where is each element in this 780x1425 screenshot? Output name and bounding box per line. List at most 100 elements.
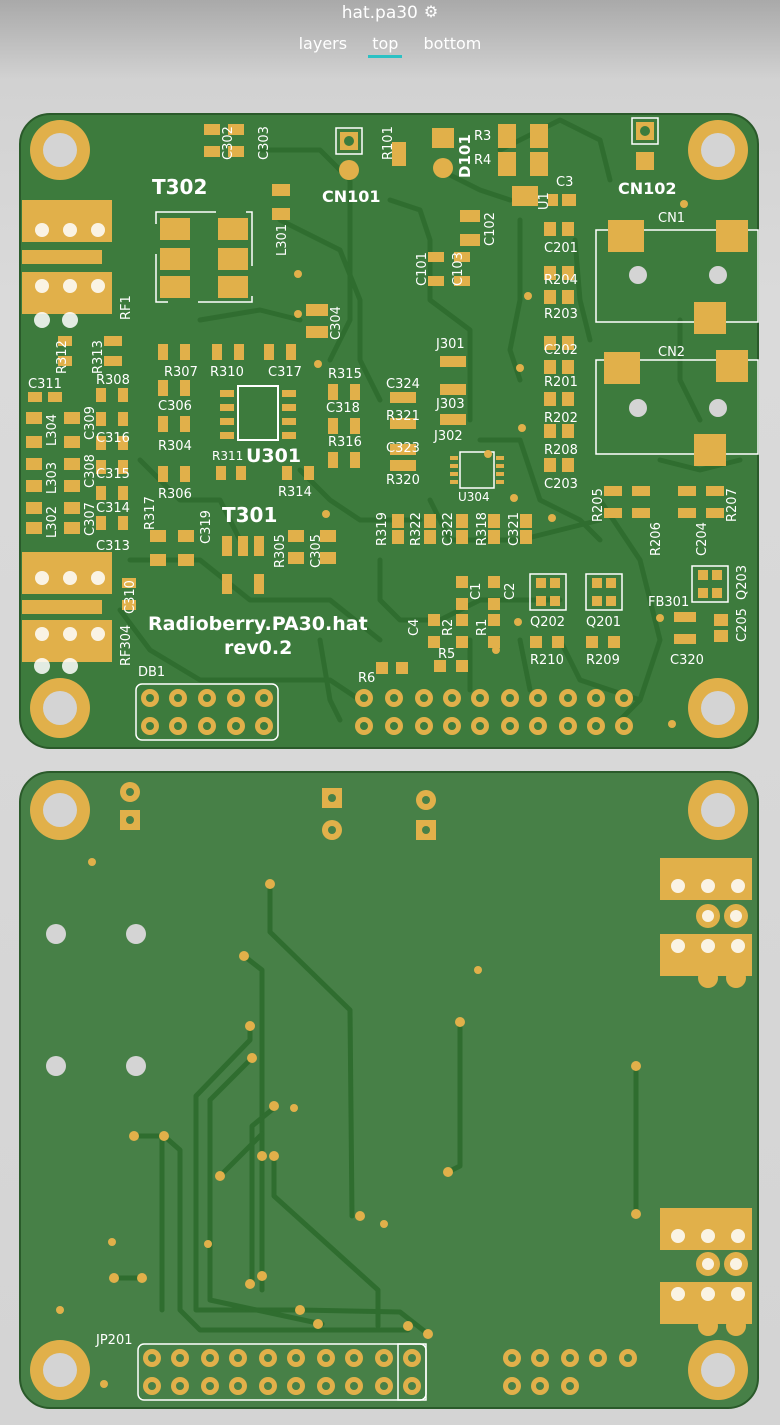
refdes-R314: R314 bbox=[278, 485, 312, 500]
board-rev-text: rev0.2 bbox=[224, 637, 292, 659]
refdes-C302: C302 bbox=[221, 126, 236, 160]
refdes-CN102: CN102 bbox=[618, 179, 677, 198]
refdes-C321: C321 bbox=[507, 512, 522, 546]
refdes-L302: L302 bbox=[45, 506, 60, 538]
refdes-L303: L303 bbox=[45, 462, 60, 494]
refdes-R203: R203 bbox=[544, 307, 578, 322]
refdes-R315: R315 bbox=[328, 367, 362, 382]
tab-layers[interactable]: layers bbox=[298, 34, 348, 53]
refdes-C201: C201 bbox=[544, 241, 578, 256]
refdes-R304: R304 bbox=[158, 439, 192, 454]
refdes-R308: R308 bbox=[96, 373, 130, 388]
refdes-U1: U1 bbox=[537, 192, 552, 210]
refdes-C4: C4 bbox=[407, 619, 422, 636]
refdes-C101: C101 bbox=[415, 252, 430, 286]
refdes-R1: R1 bbox=[475, 619, 490, 636]
refdes-R210: R210 bbox=[530, 653, 564, 668]
refdes-J303: J303 bbox=[435, 397, 465, 412]
refdes-R310: R310 bbox=[210, 365, 244, 380]
refdes-C3: C3 bbox=[556, 175, 573, 190]
refdes-R204: R204 bbox=[544, 273, 578, 288]
refdes-R306: R306 bbox=[158, 487, 192, 502]
refdes-C303: C303 bbox=[257, 126, 272, 160]
refdes-R317: R317 bbox=[143, 496, 158, 530]
refdes-Q202: Q202 bbox=[530, 615, 565, 630]
refdes-JP201: JP201 bbox=[95, 1333, 133, 1348]
refdes-C323: C323 bbox=[386, 441, 420, 456]
tab-top[interactable]: top bbox=[368, 34, 403, 58]
refdes-R320: R320 bbox=[386, 473, 420, 488]
refdes-C318: C318 bbox=[326, 401, 360, 416]
refdes-C304: C304 bbox=[329, 306, 344, 340]
header-pins-top bbox=[135, 683, 633, 741]
refdes-R6: R6 bbox=[358, 671, 375, 686]
refdes-C310: C310 bbox=[123, 580, 138, 614]
refdes-R321: R321 bbox=[386, 409, 420, 424]
refdes-C308: C308 bbox=[83, 454, 98, 488]
refdes-R5: R5 bbox=[438, 647, 455, 662]
refdes-R318: R318 bbox=[475, 512, 490, 546]
refdes-C202: C202 bbox=[544, 343, 578, 358]
refdes-L301: L301 bbox=[275, 224, 290, 256]
refdes-R101: R101 bbox=[381, 126, 396, 160]
mount-holes-top bbox=[30, 120, 748, 738]
refdes-CN101: CN101 bbox=[322, 187, 381, 206]
refdes-FB301: FB301 bbox=[648, 595, 689, 610]
title-text: hat.pa30 bbox=[341, 3, 418, 23]
refdes-C317: C317 bbox=[268, 365, 302, 380]
bottom-board: JP201 bbox=[19, 771, 759, 1409]
refdes-R205: R205 bbox=[591, 488, 606, 522]
refdes-C313: C313 bbox=[96, 539, 130, 554]
tab-bottom[interactable]: bottom bbox=[423, 34, 482, 53]
refdes-U304: U304 bbox=[458, 490, 490, 504]
edge-connectors-top bbox=[22, 200, 112, 662]
refdes-C103: C103 bbox=[451, 252, 466, 286]
board-name-text: Radioberry.PA30.hat bbox=[148, 613, 368, 635]
refdes-R202: R202 bbox=[544, 411, 578, 426]
refdes-R4: R4 bbox=[474, 153, 491, 168]
refdes-C319: C319 bbox=[199, 510, 214, 544]
refdes-R208: R208 bbox=[544, 443, 578, 458]
refdes-R312: R312 bbox=[55, 340, 70, 374]
refdes-R311: R311 bbox=[212, 449, 243, 463]
refdes-R209: R209 bbox=[586, 653, 620, 668]
gear-icon[interactable]: ⚙ bbox=[423, 2, 439, 21]
refdes-RF1: RF1 bbox=[119, 295, 134, 320]
refdes-C314: C314 bbox=[96, 501, 130, 516]
refdes-T302: T302 bbox=[152, 175, 207, 199]
viewer-header: hat.pa30 ⚙ layers top bottom bbox=[0, 0, 780, 64]
refdes-R316: R316 bbox=[328, 435, 362, 450]
refdes-C204: C204 bbox=[695, 522, 710, 556]
refdes-C311: C311 bbox=[28, 377, 62, 392]
refdes-CN2: CN2 bbox=[658, 345, 685, 360]
refdes-R313: R313 bbox=[91, 340, 106, 374]
refdes-C309: C309 bbox=[83, 406, 98, 440]
refdes-C316: C316 bbox=[96, 431, 130, 446]
refdes-CN1: CN1 bbox=[658, 211, 685, 226]
refdes-RF304: RF304 bbox=[119, 625, 134, 666]
refdes-C205: C205 bbox=[735, 608, 750, 642]
refdes-L304: L304 bbox=[45, 414, 60, 446]
refdes-R305: R305 bbox=[273, 534, 288, 568]
refdes-C320: C320 bbox=[670, 653, 704, 668]
silkscreen-top: T302 T301 U301 U304 CN101 CN102 CN1 CN2 … bbox=[28, 126, 750, 686]
refdes-R307: R307 bbox=[164, 365, 198, 380]
app-title: hat.pa30 ⚙ bbox=[0, 2, 780, 23]
refdes-U301: U301 bbox=[246, 445, 301, 467]
refdes-Q201: Q201 bbox=[586, 615, 621, 630]
refdes-C305: C305 bbox=[309, 534, 324, 568]
refdes-C2: C2 bbox=[503, 583, 518, 600]
refdes-J301: J301 bbox=[435, 337, 465, 352]
refdes-C322: C322 bbox=[441, 512, 456, 546]
refdes-DB1: DB1 bbox=[138, 665, 165, 680]
refdes-R319: R319 bbox=[375, 512, 390, 546]
refdes-R322: R322 bbox=[409, 512, 424, 546]
refdes-R201: R201 bbox=[544, 375, 578, 390]
refdes-Q203: Q203 bbox=[735, 565, 750, 600]
refdes-R3: R3 bbox=[474, 129, 491, 144]
refdes-J302: J302 bbox=[433, 429, 463, 444]
layer-tabs: layers top bottom bbox=[0, 34, 780, 58]
refdes-R207: R207 bbox=[725, 488, 740, 522]
refdes-D101: D101 bbox=[456, 134, 474, 178]
